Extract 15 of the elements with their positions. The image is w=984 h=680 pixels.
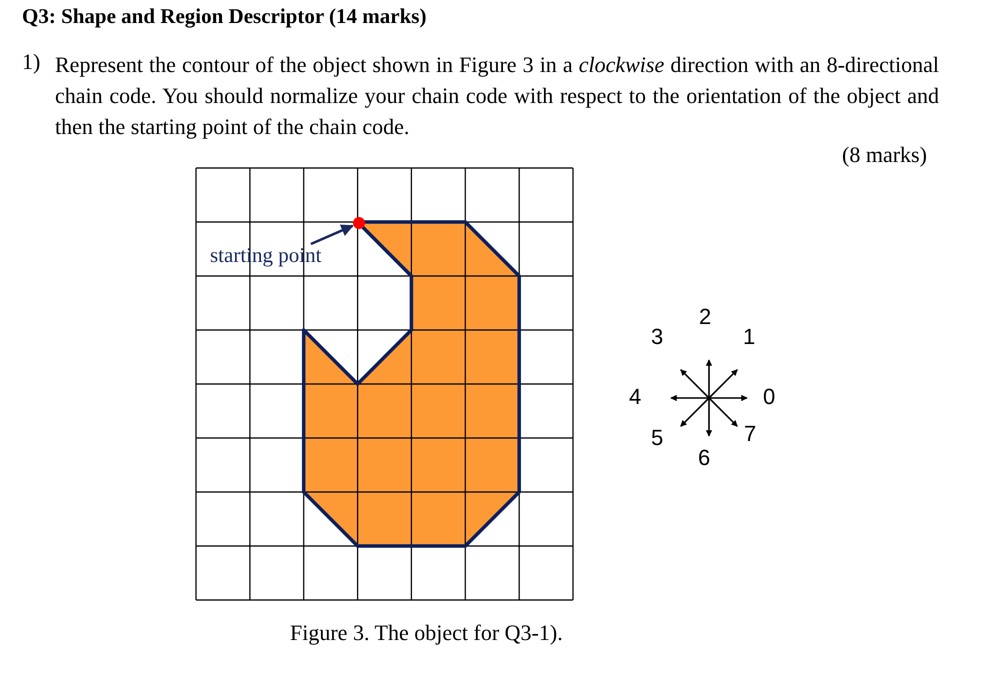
question-text: Represent the contour of the object shown in Figure 3 in a clockwise direction with an 8-directional chain code. You should normalize your chain code with respect to the orientation of the object and then the starting point of the chain code.	[55, 51, 939, 141]
marks-note: (8 marks)	[842, 142, 927, 168]
figure-caption: Figure 3. The object for Q3-1).	[290, 620, 563, 646]
direction-label: 5	[651, 425, 664, 451]
direction-label: 2	[699, 304, 712, 330]
direction-label: 4	[629, 384, 642, 410]
question-heading: Q3: Shape and Region Descriptor (14 marks)	[22, 4, 426, 29]
direction-label: 3	[651, 324, 664, 350]
arrow	[310, 224, 354, 246]
direction-label: 0	[763, 384, 776, 410]
direction-label: 1	[743, 324, 756, 350]
question-number: 1)	[22, 49, 40, 75]
start-point-dot	[353, 217, 365, 229]
direction-label: 7	[744, 421, 756, 447]
direction-label: 6	[698, 445, 710, 471]
